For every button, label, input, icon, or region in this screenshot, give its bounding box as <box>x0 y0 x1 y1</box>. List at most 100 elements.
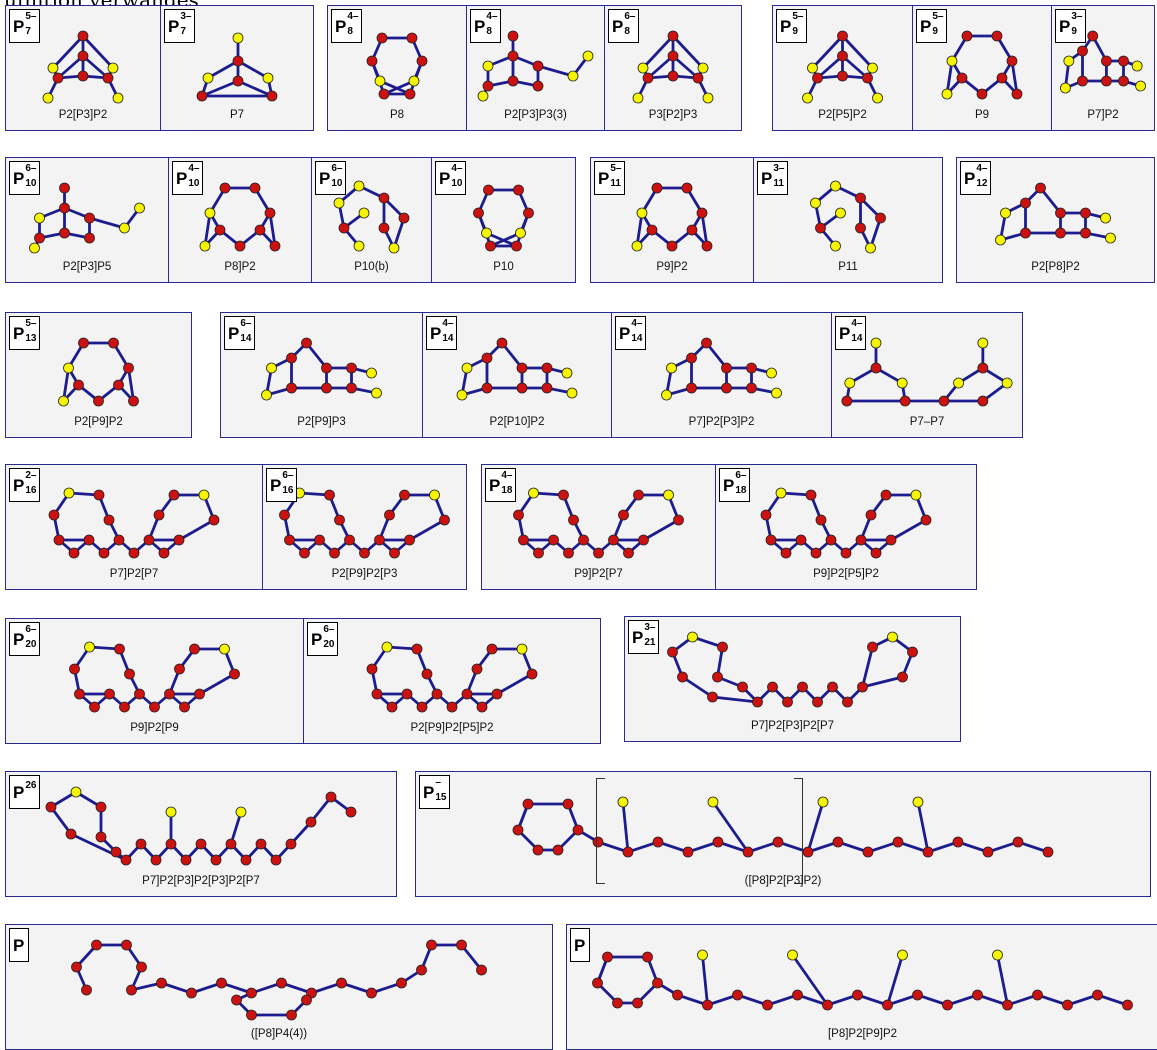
atom-terminal <box>1131 60 1143 72</box>
atom-bridging <box>792 989 803 1001</box>
atom-terminal <box>374 75 386 87</box>
molecule-structure <box>366 32 428 100</box>
bond <box>81 34 115 70</box>
atom-bridging <box>496 337 508 349</box>
formula-element: P <box>270 476 282 495</box>
atom-bridging <box>760 509 772 521</box>
atom-bridging <box>552 844 564 856</box>
atom-terminal <box>353 180 365 192</box>
atom-bridging <box>899 395 911 407</box>
formula-element: P <box>1059 17 1071 36</box>
atom-terminal <box>70 786 82 798</box>
atom-bridging <box>812 72 823 84</box>
atom-bridging <box>135 838 147 850</box>
atom-bridging <box>1006 55 1018 67</box>
atom-terminal <box>199 240 211 252</box>
atom-bridging <box>1101 55 1112 67</box>
atom-bridging <box>712 671 723 683</box>
bond <box>1010 59 1019 96</box>
atom-bridging <box>752 696 763 708</box>
molecule-structure <box>631 182 713 252</box>
atom-bridging <box>667 646 678 658</box>
formula-charge: 5– <box>610 163 622 174</box>
atom-bridging <box>702 999 713 1011</box>
atom-bridging <box>642 72 654 84</box>
atom-bridging <box>938 395 950 407</box>
atom-bridging <box>686 224 698 236</box>
formula-label: P <box>570 928 591 962</box>
molecule-structure <box>667 631 918 708</box>
molecule-structure <box>279 487 450 559</box>
bond <box>200 79 240 98</box>
structure-caption: P7 <box>229 109 245 121</box>
atom-bridging <box>321 382 332 394</box>
molecule-structure <box>196 32 278 102</box>
atom-bridging <box>513 509 524 521</box>
atom-bridging <box>89 701 100 713</box>
atom-terminal <box>1001 377 1013 389</box>
formula-label: P <box>9 928 30 962</box>
atom-bridging <box>345 806 357 818</box>
bond <box>536 64 575 78</box>
bond <box>811 34 844 70</box>
atom-terminal <box>461 362 473 374</box>
formula-element: P <box>489 476 501 495</box>
formula-charge: 4– <box>451 163 463 174</box>
molecule-structure <box>71 939 487 1021</box>
formula-charge: 6– <box>323 624 335 635</box>
atom-terminal <box>941 88 953 100</box>
atom-terminal <box>666 362 677 374</box>
structure-caption: P2[P3]P2 <box>58 109 108 121</box>
atom-bridging <box>870 547 882 559</box>
structure-caption: [P8]P2[P9]P2 <box>827 1028 898 1040</box>
atom-bridging <box>48 509 60 521</box>
atom-bridging <box>558 489 569 501</box>
bond <box>485 231 518 248</box>
atom-bridging <box>885 534 897 546</box>
bond <box>816 54 844 80</box>
atom-bridging <box>255 838 267 850</box>
formula-count: 15 <box>435 792 447 803</box>
formula-charge: 4– <box>501 470 513 481</box>
formula-element: P <box>168 17 180 36</box>
atom-terminal <box>1105 232 1116 244</box>
atom-bridging <box>541 362 553 374</box>
atom-bridging <box>299 547 310 559</box>
bond <box>916 800 930 854</box>
atom-terminal <box>333 197 345 209</box>
formula-charge: 6– <box>25 163 37 174</box>
atom-terminal <box>1063 55 1075 67</box>
formula-element: P <box>964 169 976 188</box>
atom-bridging <box>285 838 297 850</box>
atom-bridging <box>366 663 378 675</box>
atom-bridging <box>123 362 134 374</box>
bond <box>642 518 680 542</box>
atom-terminal <box>456 389 468 401</box>
atom-terminal <box>1000 207 1011 219</box>
atom-bridging <box>512 824 524 836</box>
atom-terminal <box>802 92 813 104</box>
bond <box>945 59 954 96</box>
atom-terminal <box>663 489 674 501</box>
bond <box>861 675 904 689</box>
atom-bridging <box>638 534 649 546</box>
bond <box>635 211 644 248</box>
bond <box>841 34 874 70</box>
atom-bridging <box>667 70 679 82</box>
structure-caption: ([P8]P2[P3]P2) <box>744 875 822 887</box>
atom-terminal <box>1135 80 1146 92</box>
bond <box>236 79 274 98</box>
atom-bridging <box>401 688 413 700</box>
atom-terminal <box>872 92 883 104</box>
formula-element: P <box>474 17 486 36</box>
atom-bridging <box>374 534 385 546</box>
atom-bridging <box>1087 30 1099 42</box>
